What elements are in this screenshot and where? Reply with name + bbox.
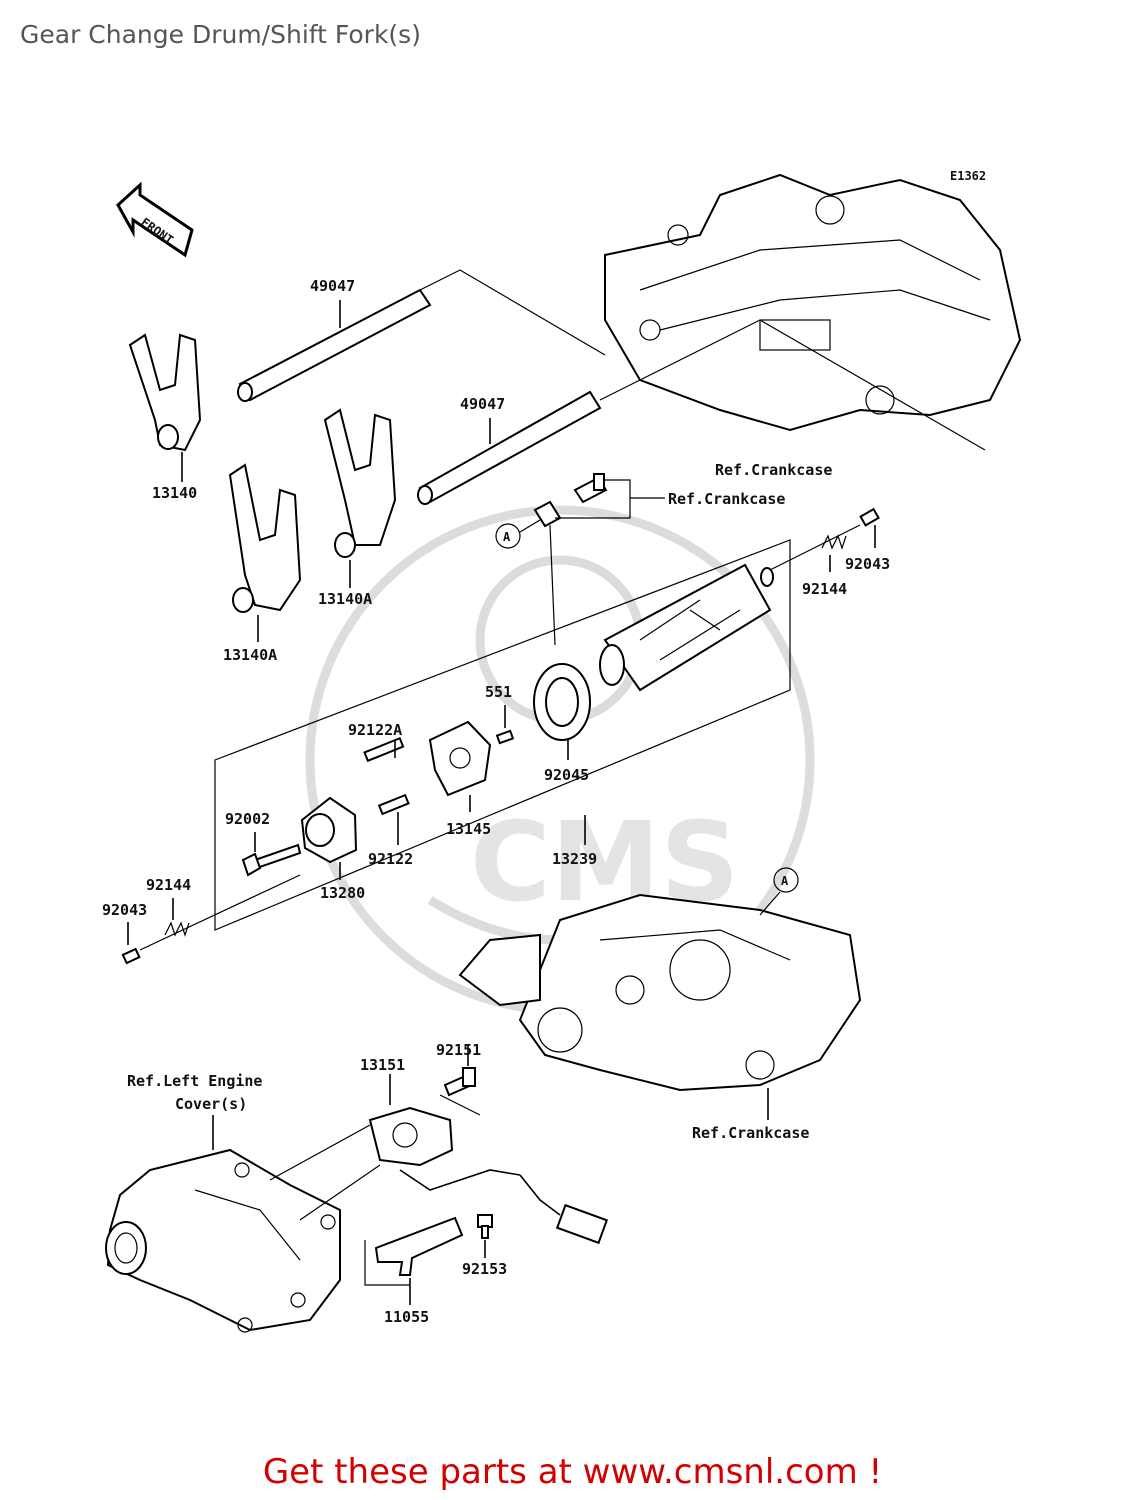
label-92043-left: 92043: [102, 901, 147, 919]
crankcase-lower: [458, 893, 862, 1092]
label-49047-upper: 49047: [310, 277, 355, 295]
label-ref-crankcase-top: Ref.Crankcase: [715, 461, 832, 479]
spring-92144-right: [821, 534, 847, 550]
label-11055: 11055: [384, 1308, 429, 1326]
crankcase-upper: [604, 173, 1022, 432]
pin-92122A: [363, 736, 405, 763]
label-92122: 92122: [368, 850, 413, 868]
marker-a-top: A: [495, 523, 521, 549]
label-49047-lower: 49047: [460, 395, 505, 413]
pin-92122: [377, 793, 410, 816]
bracket-11055: [374, 1216, 464, 1276]
page-title: Gear Change Drum/Shift Fork(s): [20, 20, 421, 49]
diagram-code: E1362: [950, 169, 986, 183]
shift-fork-13140A-left: [228, 463, 302, 613]
label-92045: 92045: [544, 766, 589, 784]
label-92043-right: 92043: [845, 555, 890, 573]
label-13239: 13239: [552, 850, 597, 868]
label-92144-right: 92144: [802, 580, 847, 598]
label-92153: 92153: [462, 1260, 507, 1278]
bearing-92045: [533, 663, 591, 741]
marker-a-top-label: A: [503, 530, 511, 544]
footer-promo[interactable]: Get these parts at www.cmsnl.com !: [262, 1452, 883, 1492]
label-ref-crankcase-bottom: Ref.Crankcase: [692, 1124, 809, 1142]
left-engine-cover: [105, 1148, 341, 1333]
label-92144-left: 92144: [146, 876, 191, 894]
label-13140: 13140: [152, 484, 197, 502]
label-ref-crankcase-mid: Ref.Crankcase: [668, 490, 785, 508]
gear-change-drum: [599, 563, 774, 692]
gear-position-sensor-13151: [368, 1106, 609, 1245]
label-13140A-right: 13140A: [318, 590, 372, 608]
label-13280: 13280: [320, 884, 365, 902]
label-ref-left-engine-cover-line1: Ref.Left Engine: [127, 1072, 262, 1090]
shift-rod-lower: [417, 390, 602, 505]
bolt-ref-crankcase: [573, 473, 608, 504]
pin-92043-left: [121, 947, 141, 965]
pin-551: [495, 729, 515, 745]
label-ref-left-engine-cover-line2: Cover(s): [175, 1095, 247, 1113]
parts-diagram: CMS E1362 FRONT: [102, 169, 1022, 1333]
pin-92043-right: [859, 507, 880, 527]
shift-fork-13140A-right: [323, 408, 397, 558]
drum-holder-13280: [300, 796, 358, 864]
label-551: 551: [485, 683, 512, 701]
bolt-92002: [241, 843, 302, 877]
spring-92144-left: [164, 921, 190, 937]
marker-a-bottom-label: A: [781, 874, 789, 888]
label-92122A: 92122A: [348, 721, 402, 739]
drum-plate-13145: [428, 720, 492, 797]
front-arrow-icon: FRONT: [116, 181, 194, 258]
label-13151: 13151: [360, 1056, 405, 1074]
bolt-92151: [443, 1067, 476, 1097]
label-92151: 92151: [436, 1041, 481, 1059]
label-13140A-left: 13140A: [223, 646, 277, 664]
bolt-92153: [477, 1214, 493, 1239]
label-13145: 13145: [446, 820, 491, 838]
shift-fork-13140: [128, 333, 202, 452]
label-92002: 92002: [225, 810, 270, 828]
shift-rod-upper: [237, 288, 432, 402]
marker-a-bottom: A: [773, 867, 799, 893]
